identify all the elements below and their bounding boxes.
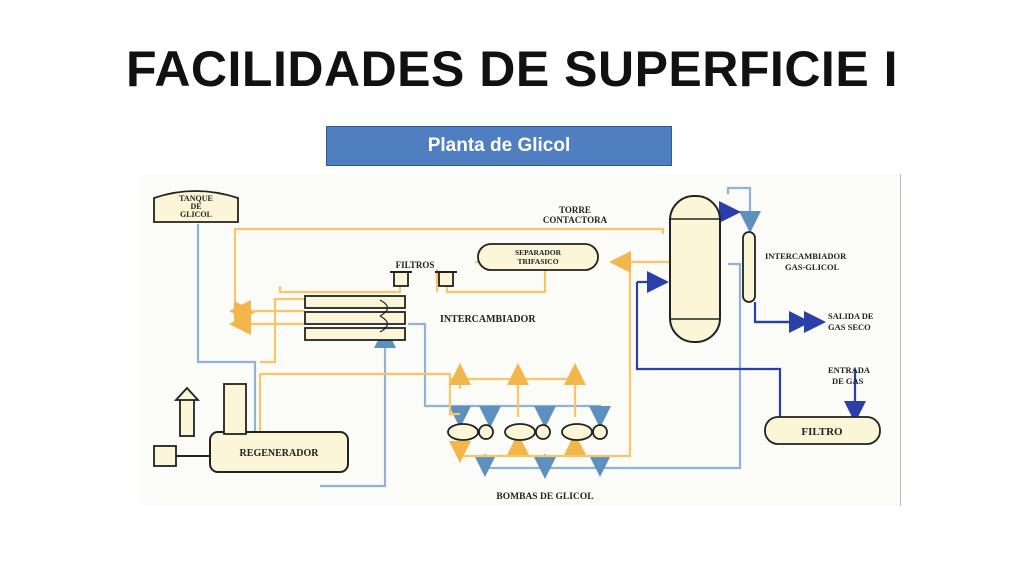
tanque-glicol: [153, 190, 239, 223]
label-torre-1: TORRE: [559, 205, 591, 215]
label-salida-2: GAS SECO: [828, 322, 871, 332]
label-filtro: FILTRO: [801, 426, 843, 438]
label-ig-1: INTERCAMBIADOR: [765, 251, 847, 261]
torre-contactora: [669, 195, 721, 343]
lean-glycol-lines: [196, 186, 761, 488]
label-entrada-1: ENTRADA: [828, 365, 871, 375]
label-ig-2: GAS-GLICOL: [785, 262, 840, 272]
label-tanque-1: TANQUE: [179, 194, 213, 203]
bomba-glicol-3: [561, 423, 608, 441]
rich-glycol-lines: [229, 227, 670, 463]
bomba-glicol-1: [447, 423, 494, 441]
intercambiador: [304, 295, 406, 341]
label-regenerador: REGENERADOR: [240, 448, 320, 459]
process-flow-svg: TANQUE DE GLICOL FILTROS SEPARADOR TRIFA…: [153, 186, 881, 502]
bomba-glicol-2: [504, 423, 551, 441]
label-filtros: FILTROS: [396, 260, 435, 270]
label-bombas: BOMBAS DE GLICOL: [496, 492, 593, 502]
regenerador: [153, 383, 349, 473]
label-salida-1: SALIDA DE: [828, 311, 874, 321]
label-tanque-3: GLICOL: [180, 210, 212, 219]
filtro-unit-1: [390, 271, 412, 287]
intercambiador-gas-glicol: [742, 231, 756, 303]
label-entrada-2: DE GAS: [832, 376, 864, 386]
filtro-gas: [764, 416, 881, 445]
subtitle-box: Planta de Glicol: [326, 126, 672, 166]
filtro-unit-2: [435, 271, 457, 287]
slide-title: FACILIDADES DE SUPERFICIE I: [126, 41, 898, 97]
label-separador-2: TRIFASICO: [517, 257, 558, 266]
label-intercambiador: INTERCAMBIADOR: [440, 314, 536, 325]
label-torre-2: CONTACTORA: [543, 215, 608, 225]
label-separador-1: SEPARADOR: [515, 248, 562, 257]
glycol-plant-diagram: TANQUE DE GLICOL FILTROS SEPARADOR TRIFA…: [140, 174, 901, 506]
separador-trifasico: [477, 243, 599, 271]
label-tanque-2: DE: [190, 202, 201, 211]
